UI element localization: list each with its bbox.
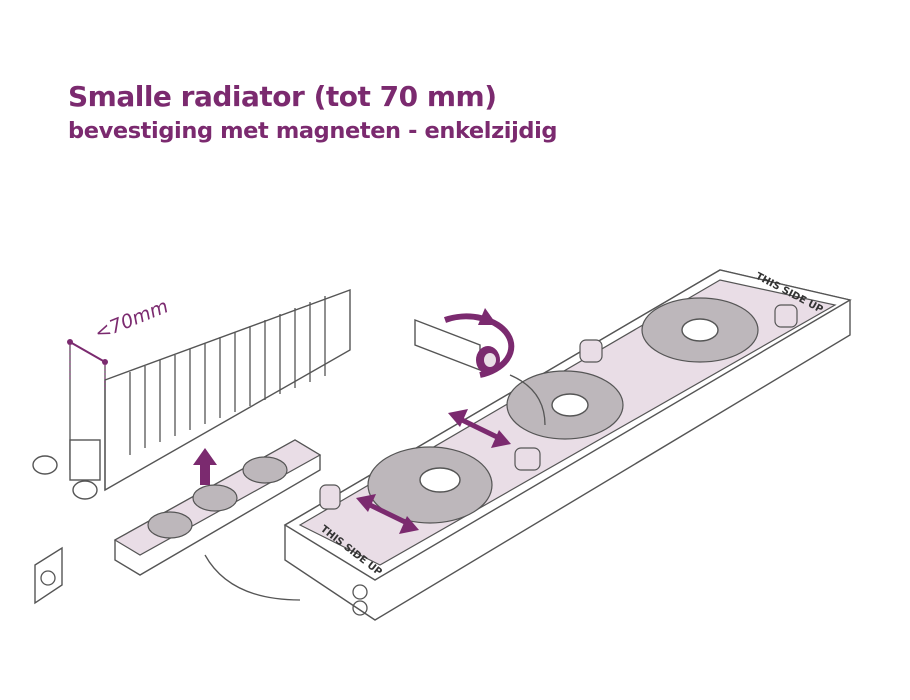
wall-socket-icon: [34, 546, 63, 605]
up-arrow-icon: [193, 448, 217, 485]
dimension-marker: [67, 339, 108, 390]
fan: [367, 297, 759, 524]
large-device: [283, 269, 852, 621]
page-title: Smalle radiator (tot 70 mm): [68, 80, 497, 113]
small-device: [113, 439, 322, 576]
radiator: [32, 288, 351, 500]
pipe-valve: [32, 439, 101, 500]
dimension-label: <70mm: [92, 295, 172, 344]
rotate-arrow-icon: [414, 308, 515, 378]
slide-arrow-icon: [356, 409, 511, 534]
page-subtitle: bevestiging met magneten - enkelzijdig: [68, 118, 558, 144]
